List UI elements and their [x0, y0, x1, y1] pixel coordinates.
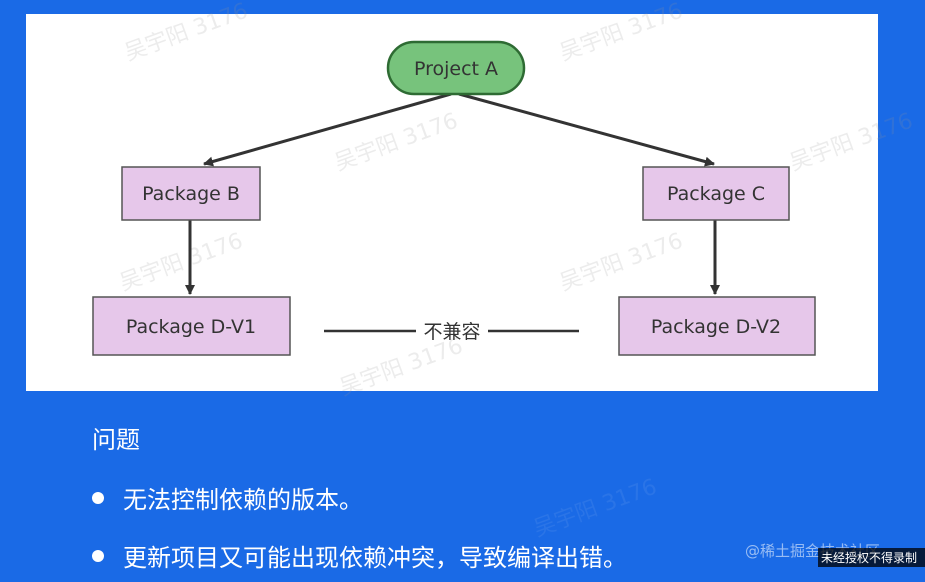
- node-package-d-v2-label: Package D-V2: [651, 316, 781, 338]
- list-item-text: 无法控制依赖的版本。: [123, 486, 363, 514]
- bullet-dot-icon: [92, 549, 104, 562]
- watermark: 吴宇阳 3176: [530, 474, 661, 543]
- node-package-d-v2: [618, 296, 816, 356]
- edge-project-a-to-package-b: [203, 92, 452, 167]
- node-package-b-label: Package B: [142, 183, 240, 205]
- node-package-c-label: Package C: [667, 183, 765, 205]
- conflict-label: 不兼容: [423, 321, 480, 343]
- list-item: 无法控制依赖的版本。: [92, 480, 363, 515]
- node-package-c: [642, 166, 790, 221]
- node-package-d-v1: [92, 296, 291, 356]
- bullet-dot-icon: [92, 491, 104, 504]
- list-item: 更新项目又可能出现依赖冲突，导致编译出错。: [92, 538, 627, 573]
- edge-project-a-to-package-c: [458, 92, 715, 167]
- diagram-panel: 吴宇阳 3176 吴宇阳 3176 吴宇阳 3176 吴宇阳 3176 吴宇阳 …: [26, 0, 916, 401]
- node-project-a-label: Project A: [414, 58, 498, 80]
- dependency-diagram: 不兼容 Project A Package B Package C Packag…: [92, 40, 816, 356]
- list-item-text: 更新项目又可能出现依赖冲突，导致编译出错。: [123, 544, 627, 572]
- section-heading: 问题: [92, 426, 140, 454]
- node-project-a: [386, 40, 526, 96]
- recording-notice: 未经授权不得录制: [818, 548, 925, 567]
- node-package-d-v1-label: Package D-V1: [126, 316, 256, 338]
- node-package-b: [121, 166, 261, 221]
